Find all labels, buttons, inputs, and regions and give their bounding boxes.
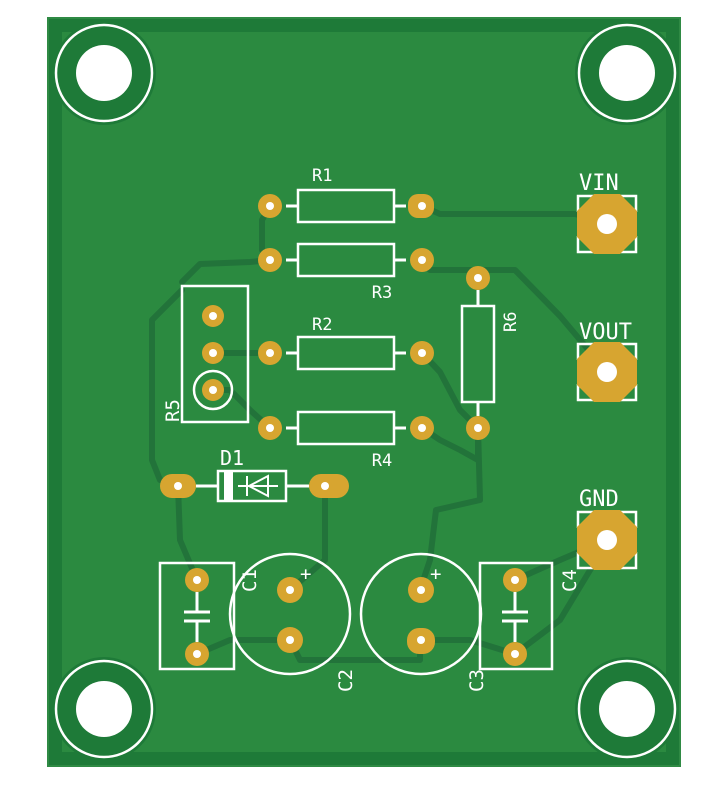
capacitor-symbol-icon bbox=[184, 592, 210, 642]
vout-label: VOUT bbox=[579, 320, 632, 345]
mounting-hole-top-right bbox=[575, 21, 679, 125]
trimpot-r5[interactable]: R5 bbox=[162, 284, 250, 424]
d1-label: D1 bbox=[220, 446, 244, 470]
mounting-hole-bottom-left bbox=[52, 657, 156, 761]
resistor-r2[interactable]: R2 bbox=[258, 315, 434, 371]
resistor-r3[interactable]: R3 bbox=[258, 242, 434, 303]
r6-label: R6 bbox=[501, 312, 521, 332]
mounting-hole-top-left bbox=[52, 21, 156, 125]
r2-label: R2 bbox=[312, 315, 332, 335]
c2-label: C2 bbox=[335, 669, 357, 692]
resistor-r1[interactable]: R1 bbox=[258, 166, 434, 224]
connector-gnd[interactable]: GND bbox=[576, 487, 638, 570]
c1-label: C1 bbox=[239, 569, 261, 592]
capacitor-c4[interactable]: C4 bbox=[478, 561, 581, 671]
c3-plus: + bbox=[430, 563, 441, 585]
connector-vout[interactable]: VOUT bbox=[576, 320, 638, 402]
r3-label: R3 bbox=[372, 283, 392, 303]
vin-label: VIN bbox=[579, 171, 619, 196]
resistor-r4[interactable]: R4 bbox=[258, 410, 434, 471]
r5-label: R5 bbox=[162, 399, 184, 422]
c4-label: C4 bbox=[559, 569, 581, 592]
capacitor-symbol-icon bbox=[502, 592, 528, 642]
trimpot-symbol-icon bbox=[192, 369, 234, 411]
r1-label: R1 bbox=[312, 166, 332, 186]
connector-vin[interactable]: VIN bbox=[576, 171, 638, 254]
c3-label: C3 bbox=[466, 669, 488, 692]
capacitor-c2[interactable]: + C2 bbox=[228, 552, 357, 692]
resistor-r6[interactable]: R6 bbox=[460, 266, 521, 440]
c2-plus: + bbox=[300, 563, 311, 585]
diode-d1[interactable]: D1 bbox=[160, 446, 349, 503]
r4-label: R4 bbox=[372, 451, 392, 471]
diode-symbol-icon bbox=[238, 474, 278, 498]
gnd-label: GND bbox=[579, 487, 619, 512]
mounting-hole-bottom-right bbox=[575, 657, 679, 761]
